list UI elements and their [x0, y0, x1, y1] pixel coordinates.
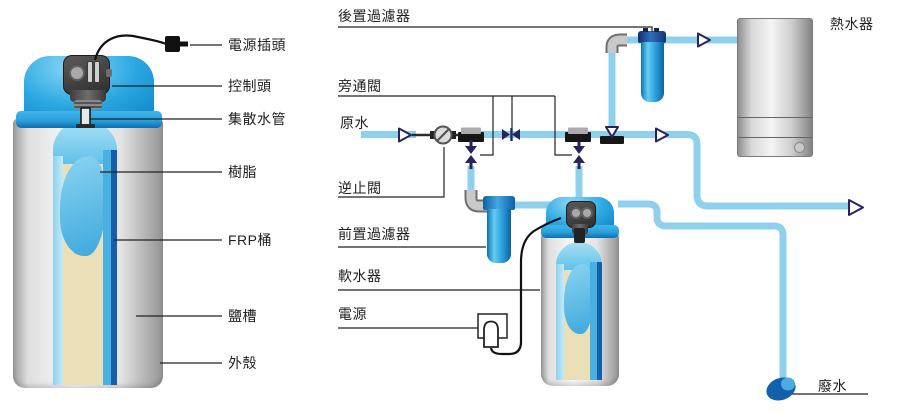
small-control-head — [566, 201, 596, 228]
cap-nub — [643, 28, 648, 32]
power-cord — [93, 34, 188, 61]
pre-filter-cap — [483, 196, 515, 210]
resin-bed — [564, 264, 594, 334]
label-resin: 樹脂 — [228, 164, 257, 180]
left-callout-lines — [90, 44, 222, 364]
control-dial-icon — [581, 207, 593, 219]
drain-pipe — [618, 200, 787, 382]
power-plug-icon — [483, 320, 499, 348]
small-head-stem — [574, 228, 585, 243]
control-head-neck — [70, 90, 106, 102]
post-filter-cartridge — [641, 42, 664, 102]
waste-water-drop-icon — [766, 377, 796, 401]
pipe-elbow-upper — [605, 33, 627, 53]
control-side-nub — [106, 69, 112, 77]
water-heater — [737, 18, 813, 157]
label-power-plug: 電源插頭 — [228, 37, 286, 53]
label-power: 電源 — [338, 306, 367, 322]
flow-arrow-icon — [398, 127, 412, 143]
bypass-branch-valve-icon — [573, 142, 585, 169]
heater-seam-line — [738, 117, 812, 118]
heater-drain-knob-icon — [794, 142, 805, 153]
resin-bed — [60, 156, 106, 256]
label-control-head: 控制頭 — [228, 78, 272, 94]
label-outer-shell: 外殼 — [228, 355, 257, 371]
bypass-branch-valve-icon — [465, 140, 477, 169]
label-pre-filter: 前置過濾器 — [338, 226, 411, 242]
label-salt-tank: 鹽槽 — [228, 308, 257, 324]
label-water-softener: 軟水器 — [338, 268, 382, 284]
label-bypass-valve: 旁通閥 — [338, 78, 382, 94]
frp-tank-left-wall — [53, 156, 63, 385]
check-valve-icon — [430, 125, 456, 145]
label-raw-water: 原水 — [340, 115, 369, 131]
label-post-filter: 後置過濾器 — [338, 8, 411, 24]
post-filter-cap — [638, 28, 666, 43]
softener-power-wire — [477, 216, 562, 356]
small-softener-frp-cutaway — [556, 242, 602, 380]
heater-seam-line — [738, 137, 812, 138]
softener-frp-tank-cutaway — [53, 122, 117, 385]
bypass-valve-icon — [502, 128, 520, 141]
label-water-heater: 熱水器 — [830, 16, 874, 32]
control-dial-icon — [69, 65, 85, 81]
control-vent-slot-icon — [87, 61, 93, 83]
flow-arrow-down-icon — [605, 126, 619, 138]
label-check-valve: 逆止閥 — [338, 180, 382, 196]
frp-tank-right-wall — [103, 150, 117, 385]
flow-arrow-icon — [848, 199, 864, 216]
control-vent-slot-icon — [94, 61, 100, 83]
tee-fitting — [458, 127, 484, 142]
pipe-elbow-lower — [464, 190, 487, 213]
label-frp-tank: FRP桶 — [228, 232, 272, 248]
cap-nub — [654, 28, 659, 32]
tee-fitting — [600, 136, 624, 144]
power-plug-icon — [165, 36, 180, 52]
label-waste-water: 廢水 — [818, 378, 847, 394]
control-head-collar — [74, 100, 102, 109]
collector-pipe-icon — [76, 107, 95, 128]
label-collector-pipe: 集散水管 — [228, 111, 286, 127]
pre-filter-cartridge — [487, 209, 511, 263]
flow-arrow-icon — [697, 32, 711, 48]
system-callout-lines — [338, 26, 868, 395]
frp-tank-right-wall — [590, 262, 602, 380]
tee-fitting — [565, 127, 591, 142]
control-head — [63, 55, 112, 95]
flow-arrow-icon — [655, 127, 669, 143]
frp-tank-left-wall — [556, 264, 564, 380]
